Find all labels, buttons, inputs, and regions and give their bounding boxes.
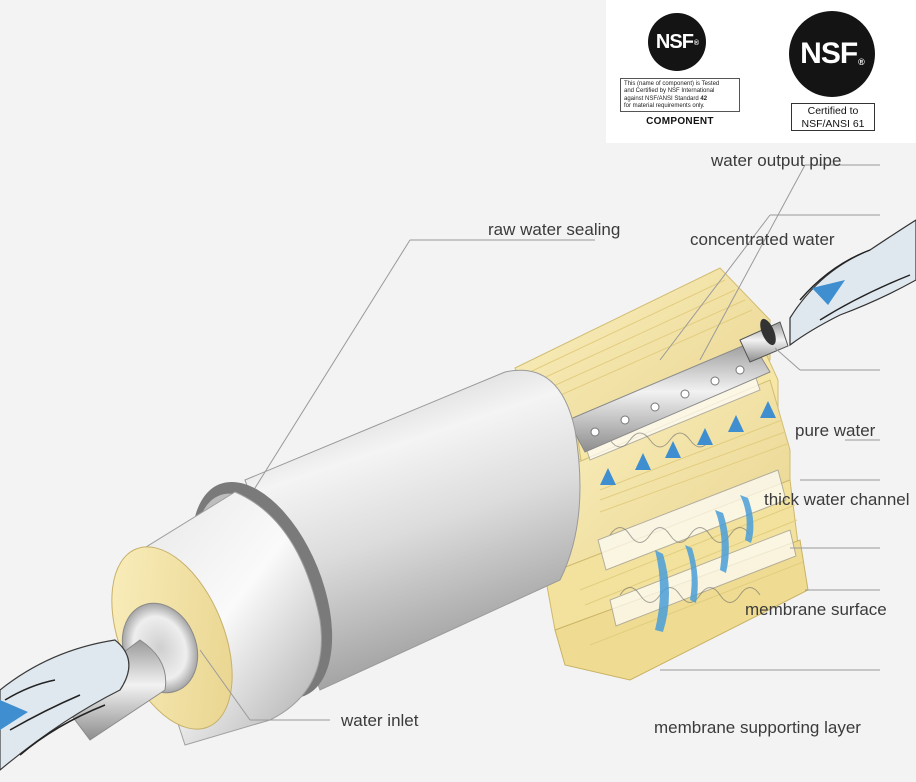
membrane-housing <box>59 369 581 746</box>
inlet-water-stream <box>0 639 130 771</box>
label-concentrated-water: concentrated water <box>690 230 835 249</box>
nsf-logo-text: NSF <box>655 30 694 53</box>
label-raw-water-sealing: raw water sealing <box>488 220 621 239</box>
leader-lines <box>199 164 880 721</box>
nsf-component-statement: This (name of component) is Tested and C… <box>620 78 740 112</box>
label-membrane-surface: membrane surface <box>745 600 887 619</box>
permeate-tube <box>567 318 789 453</box>
label-water-inlet: water inlet <box>341 711 419 730</box>
label-pure-water: pure water <box>795 421 876 440</box>
certification-panel: NSF® This (name of component) is Tested … <box>606 0 916 143</box>
label-thick-water-channel: thick water channel <box>764 490 910 509</box>
nsf-certified-logo-icon: NSF® <box>789 11 875 97</box>
nsf-logo-icon: NSF® <box>648 13 706 71</box>
nsf-component-label: COMPONENT <box>646 116 714 127</box>
label-water-output-pipe: water output pipe <box>711 151 842 170</box>
nsf-61-certification: Certified to NSF/ANSI 61 <box>791 103 875 131</box>
membrane-flow-arrows <box>655 495 754 632</box>
outlet-water-stream <box>789 219 916 347</box>
nsf-certified-logo-text: NSF <box>800 37 858 70</box>
label-membrane-supporting-layer: membrane supporting layer <box>654 718 861 737</box>
pure-water-arrows <box>600 401 776 485</box>
